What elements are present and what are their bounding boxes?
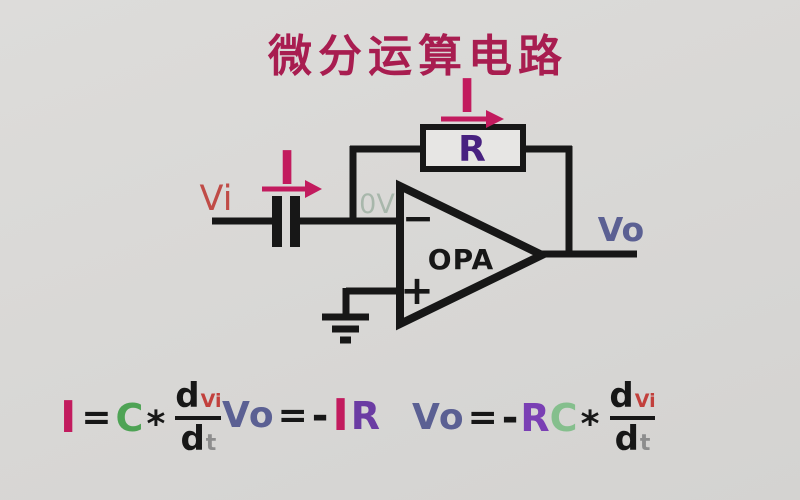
capacitor-plate-right — [290, 196, 300, 247]
formula2-output: Vo — [222, 395, 275, 436]
formula1-equals: = — [81, 396, 112, 438]
formula1-times: * — [146, 403, 166, 445]
feedback-current-arrow-icon — [441, 110, 504, 128]
virtual-ground-label: 0V — [359, 189, 395, 220]
ground-icon — [322, 313, 369, 344]
capacitor-plate-left — [272, 196, 282, 247]
formula3-capacitance: C — [549, 395, 578, 440]
formula1-denominator: d t — [175, 416, 222, 459]
formula1-num-d: d — [175, 376, 200, 416]
output-voltage-label: Vo — [598, 210, 644, 249]
formula1-derivative-fraction: d Vi d t — [170, 379, 226, 456]
input-current-arrow-icon — [262, 180, 322, 198]
formula1-den-sub: t — [205, 431, 217, 456]
formula2-current: I — [332, 390, 349, 441]
formula3-num-sub: Vi — [634, 390, 656, 412]
opamp-label: OPA — [428, 243, 494, 276]
input-voltage-label: Vi — [200, 179, 233, 219]
formula1-den-d: d — [180, 419, 205, 459]
formula1-current: I — [60, 391, 77, 443]
formula-output-rc: Vo = - R C * d Vi d t — [412, 379, 661, 456]
formula3-numerator: d Vi — [604, 379, 660, 416]
page-title: 微分运算电路 — [268, 31, 568, 82]
formula3-den-sub: t — [639, 431, 651, 456]
input-current-label: I — [278, 141, 295, 195]
formula3-times: * — [580, 403, 600, 445]
formula3-denominator: d t — [609, 416, 656, 459]
formula2-minus: - — [311, 393, 329, 439]
formula-capacitor-current: I = C * d Vi d t — [58, 379, 227, 456]
formula3-derivative-fraction: d Vi d t — [604, 379, 660, 456]
formula3-resistor: R — [520, 395, 550, 440]
formula1-num-sub: Vi — [200, 390, 222, 412]
formula-output-ir: Vo = - I R — [222, 394, 380, 438]
inverting-input-sign: − — [402, 196, 434, 240]
formula3-den-d: d — [614, 419, 639, 459]
formula3-output: Vo — [412, 396, 465, 438]
noninverting-input-sign: + — [400, 268, 434, 314]
resistor-label: R — [458, 129, 486, 170]
formula1-numerator: d Vi — [170, 379, 226, 416]
formula3-num-d: d — [609, 376, 634, 416]
formula3-equals: = — [467, 396, 498, 438]
formula3-minus: - — [501, 394, 519, 441]
formula2-equals: = — [277, 395, 308, 436]
feedback-current-label: I — [458, 69, 475, 123]
opamp-triangle — [396, 179, 552, 331]
formula2-resistor: R — [350, 394, 381, 438]
formula1-capacitance: C — [115, 395, 144, 440]
